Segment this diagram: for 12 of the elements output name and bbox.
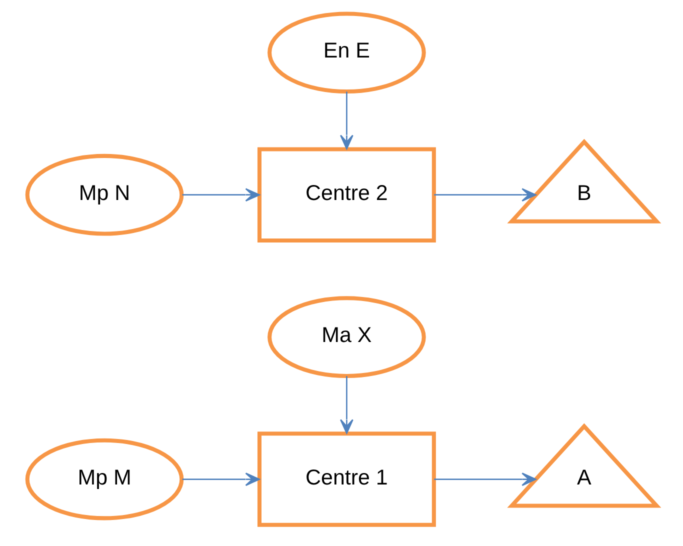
node-ellipse: Mp N <box>24 154 184 236</box>
arrow <box>340 92 353 150</box>
node-box: Centre 1 <box>256 432 436 527</box>
node-ellipse: Mp M <box>24 438 184 520</box>
arrow <box>340 376 353 434</box>
arrow <box>434 472 536 486</box>
node-box: Centre 2 <box>256 147 436 242</box>
arrow <box>182 472 260 486</box>
arrow <box>182 188 260 202</box>
arrow <box>434 188 536 202</box>
node-ellipse: Ma X <box>267 296 426 378</box>
node-ellipse: En E <box>267 12 426 94</box>
